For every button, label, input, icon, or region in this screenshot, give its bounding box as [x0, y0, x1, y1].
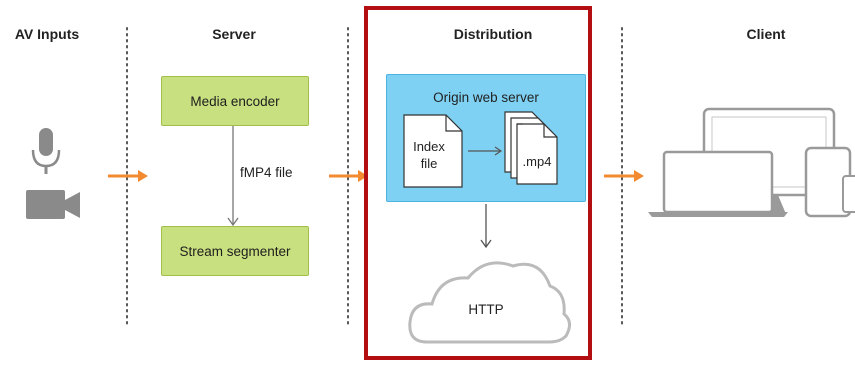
index-file-document-icon	[403, 114, 463, 188]
stream-segmenter-box: Stream segmenter	[161, 226, 309, 276]
heading-client: Client	[746, 26, 786, 42]
mp4-label: .mp4	[522, 154, 552, 169]
arrow-index-to-mp4	[468, 146, 503, 156]
video-camera-icon	[26, 190, 80, 219]
flow-arrow-server-to-distribution	[329, 170, 368, 182]
index-file-label: Index file	[404, 138, 454, 172]
phone-icon	[842, 175, 855, 213]
flow-arrow-av-to-server	[108, 170, 148, 182]
index-file-label-line1: Index	[413, 139, 445, 154]
heading-server: Server	[212, 26, 256, 42]
http-cloud-icon	[408, 261, 571, 344]
http-label: HTTP	[468, 302, 504, 317]
index-file-label-line2: file	[420, 156, 438, 171]
flow-arrow-distribution-to-client	[604, 170, 644, 182]
arrow-origin-to-http	[480, 204, 492, 249]
distribution-highlight-frame	[364, 6, 592, 360]
fmp4-file-label: fMP4 file	[240, 165, 293, 180]
heading-distribution: Distribution	[453, 26, 533, 42]
media-encoder-box: Media encoder	[161, 76, 309, 126]
arrow-encoder-to-segmenter	[227, 126, 239, 227]
laptop-icon	[648, 150, 788, 217]
mp4-files-document-icon	[504, 111, 558, 185]
microphone-icon	[31, 128, 61, 174]
heading-av-inputs: AV Inputs	[14, 26, 80, 42]
origin-web-server-label: Origin web server	[433, 90, 539, 105]
